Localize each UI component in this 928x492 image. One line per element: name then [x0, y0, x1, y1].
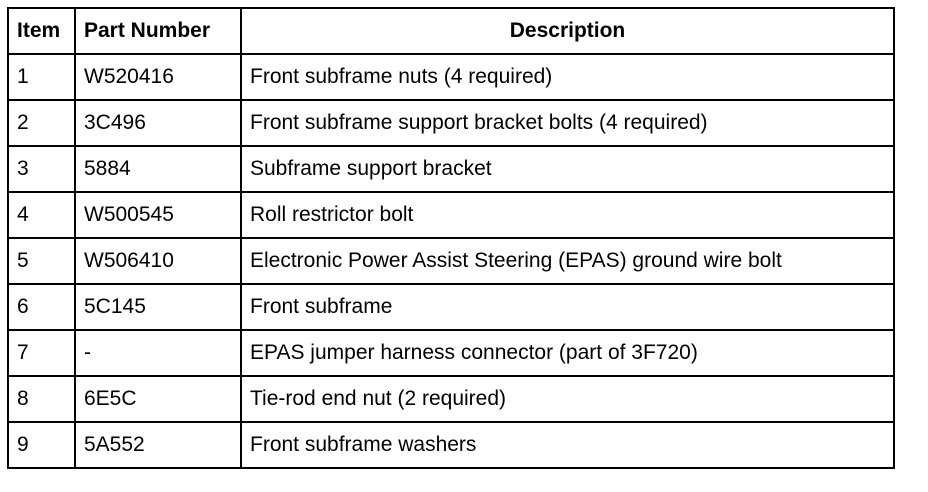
item-cell: 9: [7, 421, 76, 469]
description-cell: Subframe support bracket: [240, 145, 895, 193]
header-part-number: Part Number: [74, 7, 242, 55]
description-cell: EPAS jumper harness connector (part of 3…: [240, 329, 895, 377]
table-row: 7-EPAS jumper harness connector (part of…: [7, 329, 895, 377]
item-cell: 5: [7, 237, 76, 285]
description-cell: Front subframe washers: [240, 421, 895, 469]
item-cell: 2: [7, 99, 76, 147]
description-cell: Tie-rod end nut (2 required): [240, 375, 895, 423]
part-number-cell: 5A552: [74, 421, 242, 469]
description-cell: Front subframe: [240, 283, 895, 331]
header-row: Item Part Number Description: [7, 7, 895, 55]
part-number-cell: -: [74, 329, 242, 377]
description-cell: Electronic Power Assist Steering (EPAS) …: [240, 237, 895, 285]
part-number-cell: 3C496: [74, 99, 242, 147]
item-cell: 4: [7, 191, 76, 239]
description-cell: Front subframe nuts (4 required): [240, 53, 895, 101]
part-number-cell: W520416: [74, 53, 242, 101]
item-cell: 8: [7, 375, 76, 423]
item-cell: 7: [7, 329, 76, 377]
item-cell: 3: [7, 145, 76, 193]
description-cell: Front subframe support bracket bolts (4 …: [240, 99, 895, 147]
item-cell: 1: [7, 53, 76, 101]
part-number-cell: 5C145: [74, 283, 242, 331]
header-description: Description: [240, 7, 895, 55]
description-cell: Roll restrictor bolt: [240, 191, 895, 239]
part-number-cell: 5884: [74, 145, 242, 193]
part-number-cell: W500545: [74, 191, 242, 239]
header-item: Item: [7, 7, 76, 55]
part-number-cell: 6E5C: [74, 375, 242, 423]
item-cell: 6: [7, 283, 76, 331]
part-number-cell: W506410: [74, 237, 242, 285]
